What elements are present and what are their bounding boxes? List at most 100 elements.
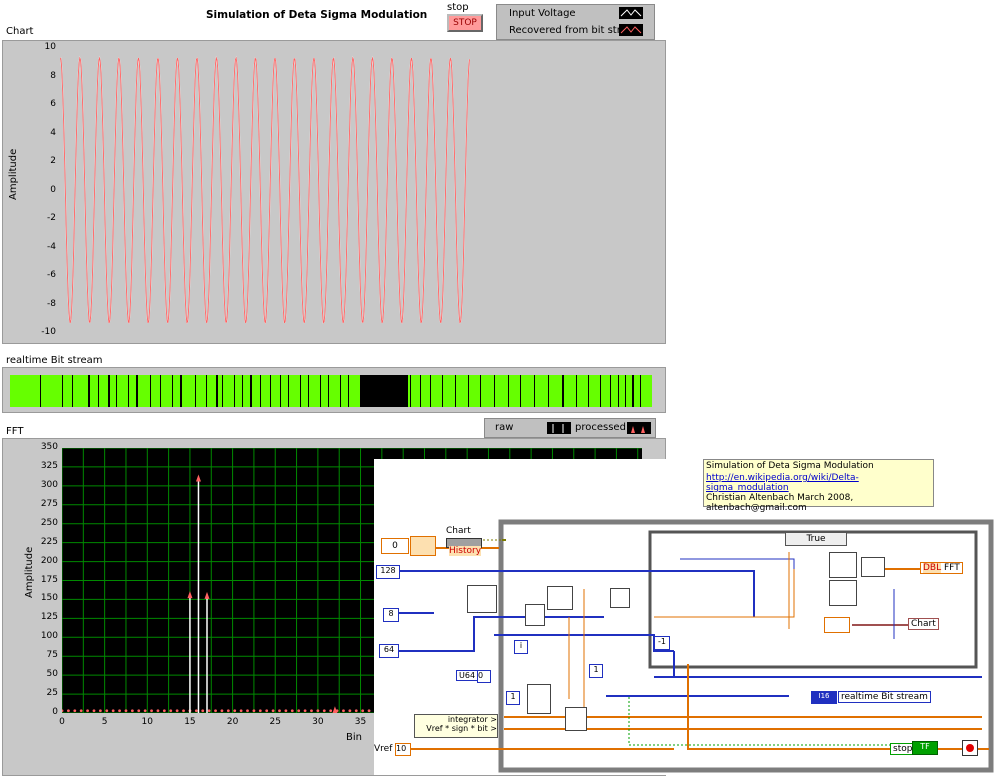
bit-zero [320,375,321,407]
fft-noise-point [143,709,147,713]
legend-input-swatch[interactable] [619,7,643,19]
sine-gen-node[interactable] [467,585,497,613]
fft-noise-point [316,709,320,713]
bit-zero [260,375,261,407]
fft-noise-point [342,709,345,713]
fft-noise-point [284,709,288,713]
fft-noise-point [182,709,185,713]
bitstream-caption: realtime Bit stream [6,355,103,366]
fft-xtick: 30 [312,717,324,727]
comment-title: Simulation of Deta Sigma Modulation [706,461,874,471]
history-const[interactable]: 0 [381,538,409,554]
integrator-shift-register[interactable]: integrator > Vref * sign * bit > [414,714,498,738]
fft-noise-point [156,709,160,713]
fft-legend-processed: processed [575,422,626,433]
array-node[interactable] [547,586,573,610]
fft-noise-point [246,709,249,713]
bundle-node[interactable] [824,617,850,633]
const-64[interactable]: 64 [379,644,399,658]
bit-zero [640,375,641,407]
const-8[interactable]: 8 [383,608,399,622]
bit-zero [360,375,408,407]
stop-terminal[interactable]: TF [912,741,938,755]
fft-noise-point [118,709,121,713]
fft-point [187,591,193,599]
fft-node-1[interactable] [829,552,857,578]
vref-control[interactable]: 10 [395,743,411,756]
bit-zero [588,375,589,407]
fft-noise-point [233,709,237,713]
bit-zero [455,375,456,407]
fft-processed-swatch[interactable] [627,422,651,434]
fft-noise-point [329,709,333,713]
bit-zero [618,375,619,407]
integrator-line-1: integrator > [447,715,497,724]
fft-noise-point [150,709,153,713]
bit-zero [98,375,99,407]
bitstream-plot[interactable] [10,375,652,407]
fft-noise-point [290,709,294,713]
recovered-line [60,56,470,324]
bit-zero [548,375,549,407]
fft-noise-point [62,709,64,713]
chart-ytick: 10 [44,42,56,52]
chart-plot[interactable] [60,48,645,333]
fft-noise-point [214,709,217,713]
add-node[interactable] [565,707,587,731]
fft-noise-point [169,709,173,713]
fft-noise-point [137,709,141,713]
fft-terminal-dbl: DBL [923,563,942,573]
const-neg1[interactable]: -1 [654,636,670,650]
fft-xtick: 25 [269,717,281,727]
loop-condition-icon[interactable] [962,740,978,756]
chart-ytick: 2 [50,156,56,166]
fft-node-2[interactable] [829,580,857,606]
loop-condition-dot [966,744,974,752]
bit-zero [195,375,196,407]
divide-node-2[interactable] [610,588,630,608]
fft-noise-point [220,709,224,713]
bit-zero [116,375,117,407]
bit-zero [534,375,535,407]
bit-zero [328,375,329,407]
wait-node[interactable] [527,684,551,714]
legend-recovered-swatch[interactable] [619,24,643,36]
fft-noise-point [130,709,134,713]
divide-node-1[interactable] [525,604,545,626]
fft-xtick: 20 [226,717,239,727]
fft-point [332,706,338,713]
fft-ytick: 50 [46,669,58,680]
fft-noise-point [92,709,96,713]
fft-noise-point [194,709,198,713]
i16-terminal[interactable]: I16 [811,691,837,704]
bit-zero [494,375,495,407]
fft-ytick: 350 [40,442,58,452]
fft-raw-swatch[interactable] [547,422,571,434]
chart-ytick: -6 [47,270,56,280]
comment-url[interactable]: http://en.wikipedia.org/wiki/Delta-sigma… [706,473,859,493]
fft-noise-point [354,709,358,713]
bit-zero [222,375,223,407]
const-1a[interactable]: 1 [506,691,520,705]
case-selector[interactable]: True [785,532,847,546]
fft-terminal[interactable]: DBL FFT [920,562,963,574]
chart-terminal2[interactable]: Chart [908,618,939,630]
iteration-node[interactable]: i [514,640,528,654]
bit-zero [442,375,443,407]
fft-xtick: 10 [141,717,153,727]
bit-zero [172,375,173,407]
history-node[interactable] [410,536,436,556]
chart-frame [2,40,666,344]
build-array-node[interactable] [861,557,885,577]
bitstream-terminal[interactable]: realtime Bit stream [838,691,931,703]
bit-zero [308,375,309,407]
comment-box: Simulation of Deta Sigma Modulation http… [703,459,934,513]
const-1b[interactable]: 1 [589,664,603,678]
stop-button[interactable]: STOP [447,14,483,32]
fft-xtick: 35 [354,717,367,727]
chart-ytick: 0 [50,184,56,195]
bit-zero [88,375,90,407]
const-128[interactable]: 128 [376,565,400,579]
u64-value[interactable]: 0 [477,670,491,683]
fft-ylabel: Amplitude [24,546,35,598]
